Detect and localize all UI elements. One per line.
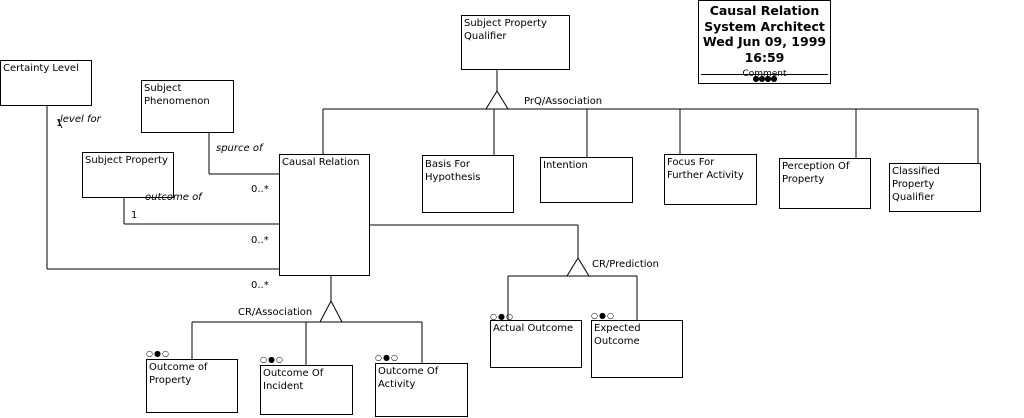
discriminator-icon: ○●○ <box>260 355 284 364</box>
entity-intention[interactable]: Intention <box>540 157 633 203</box>
entity-outcome-of-activity[interactable]: Outcome Of Activity <box>375 363 468 417</box>
entity-focus-for-further-activity[interactable]: Focus For Further Activity <box>664 154 757 205</box>
source-of-label: spurce of <box>216 143 263 154</box>
entity-causal-relation[interactable]: Causal Relation <box>279 154 370 276</box>
level-tick <box>57 119 63 129</box>
prq-association-label: PrQ/Association <box>524 96 603 107</box>
prediction-generalization-triangle <box>566 257 590 277</box>
title-line-1: Causal Relation <box>709 3 820 18</box>
prq-generalization-triangle <box>485 90 509 110</box>
discriminator-icon: ○●○ <box>490 312 514 321</box>
cardinality-outcome-one: 1 <box>131 210 138 221</box>
entity-classified-property-qualifier[interactable]: Classified Property Qualifier <box>889 163 981 212</box>
perception-of-property-label: Perception Of Property <box>782 161 850 185</box>
comment-label: Comment <box>742 69 787 79</box>
outcome-of-activity-label: Outcome Of Activity <box>378 366 439 390</box>
certainty-level-label: Certainty Level <box>3 63 79 74</box>
title-line-3: Wed Jun 09, 1999 <box>702 34 827 49</box>
discriminator-icon: ○●○ <box>146 349 170 358</box>
subject-property-label: Subject Property <box>85 155 168 166</box>
subject-phenomenon-label: Subject Phenomenon <box>144 83 210 107</box>
level-for-label: level for <box>60 114 101 125</box>
outcome-of-property-label: Outcome of Property <box>149 362 208 386</box>
discriminator-icon: ○●○ <box>375 353 399 362</box>
outcome-of-label: outcome of <box>145 192 202 203</box>
cr-association-label: CR/Association <box>238 307 313 318</box>
basis-for-hypothesis-label: Basis For Hypothesis <box>425 159 481 183</box>
comment-rule <box>701 74 828 75</box>
subject-property-qualifier-label: Subject Property Qualifier <box>464 18 547 42</box>
entity-subject-property[interactable]: Subject Property <box>82 152 174 198</box>
entity-subject-property-qualifier[interactable]: Subject Property Qualifier <box>461 15 570 70</box>
intention-label: Intention <box>543 160 588 171</box>
entity-actual-outcome[interactable]: Actual Outcome <box>490 320 582 368</box>
entity-basis-for-hypothesis[interactable]: Basis For Hypothesis <box>422 155 514 213</box>
entity-perception-of-property[interactable]: Perception Of Property <box>779 158 871 209</box>
entity-expected-outcome[interactable]: Expected Outcome <box>591 320 683 378</box>
cardinality-level-many: 0..* <box>251 280 269 291</box>
title-line-4: 16:59 <box>744 49 785 65</box>
focus-for-further-activity-label: Focus For Further Activity <box>667 157 744 181</box>
comment-dots: ●●●● <box>752 74 778 83</box>
cardinality-level-one: 1 <box>56 118 63 129</box>
entity-subject-phenomenon[interactable]: Subject Phenomenon <box>141 80 234 133</box>
association-generalization-triangle <box>319 299 343 323</box>
expected-outcome-label: Expected Outcome <box>594 323 641 347</box>
cardinality-source-many: 0..* <box>251 184 269 195</box>
cardinality-outcome-many: 0..* <box>251 235 269 246</box>
classified-property-qualifier-label: Classified Property Qualifier <box>892 166 940 203</box>
cr-prediction-label: CR/Prediction <box>592 259 659 270</box>
title-line-2: System Architect <box>704 18 825 34</box>
entity-certainty-level[interactable]: Certainty Level <box>0 60 92 106</box>
outcome-of-incident-label: Outcome Of Incident <box>263 368 324 392</box>
causal-relation-label: Causal Relation <box>282 157 360 168</box>
entity-outcome-of-incident[interactable]: Outcome Of Incident <box>260 365 353 415</box>
entity-outcome-of-property[interactable]: Outcome of Property <box>146 359 238 413</box>
actual-outcome-label: Actual Outcome <box>493 323 574 334</box>
discriminator-icon: ○●○ <box>591 311 615 320</box>
title-block: Causal Relation System Architect Wed Jun… <box>698 0 831 84</box>
